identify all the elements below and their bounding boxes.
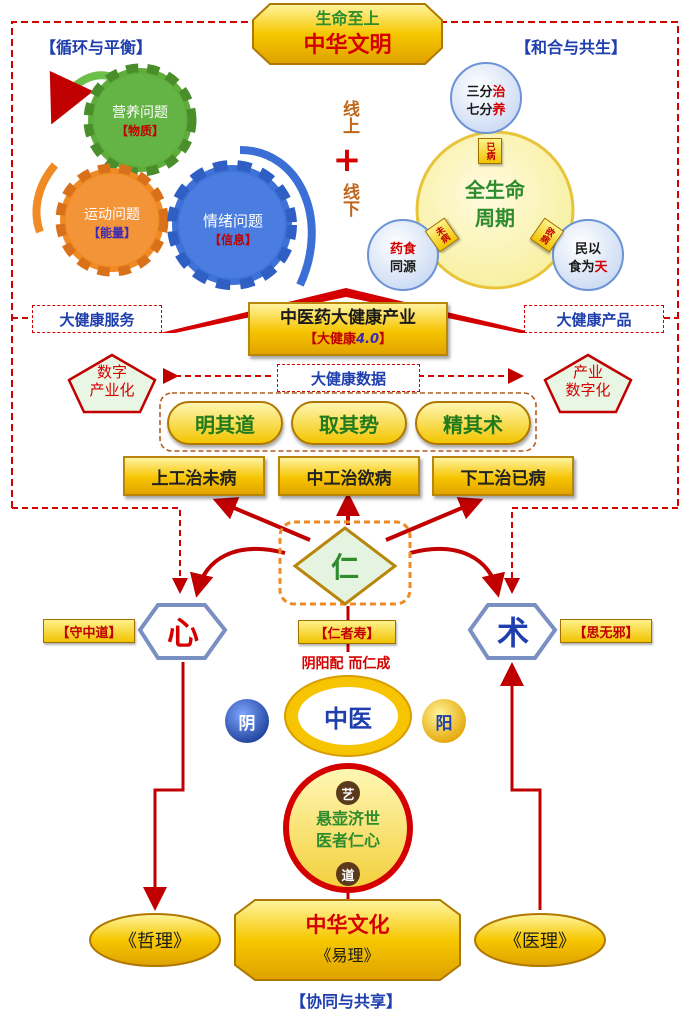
- bubble-right-text: 民以 食为天: [568, 242, 608, 275]
- industry-box: 中医药大健康产业 【大健康4.0】: [248, 302, 448, 356]
- bubble-left-text: 药食 同源: [389, 242, 416, 275]
- hexagon-xin: [137, 603, 228, 660]
- pills-frame: [159, 392, 537, 452]
- offline-label: 线下: [339, 183, 359, 217]
- box-zhonggong: 中工治欲病: [278, 456, 420, 496]
- ren-tag: 【仁者寿】: [298, 620, 396, 644]
- pill-jingqishu: 精其术: [415, 401, 531, 445]
- data-label: 大健康数据: [277, 364, 420, 392]
- gear-exercise-title: 运动问题: [84, 207, 140, 223]
- lifecycle-center: 全生命 周期: [440, 176, 550, 232]
- yin-circle-icon: [225, 699, 269, 743]
- pentagon-left-text: 数字产业化: [89, 363, 135, 399]
- gear-nutrition-title: 营养问题: [112, 105, 168, 121]
- shu-char: 术: [496, 614, 529, 652]
- bubble-left: [367, 219, 439, 291]
- corner-left-label: 【循环与平衡】: [40, 38, 153, 57]
- culture-sub: 《易理》: [315, 946, 380, 965]
- oval-medicine: [474, 913, 606, 967]
- tag-yibing: 已病: [478, 138, 502, 164]
- industry-title: 中医药大健康产业: [280, 308, 416, 328]
- gear-orange-icon: [55, 163, 169, 277]
- plus-icon: +: [332, 140, 362, 180]
- ren-diamond: [292, 526, 398, 606]
- pill-quqishi: 取其势: [291, 401, 407, 445]
- hexagon-shu: [467, 603, 558, 660]
- oval-philosophy: [89, 913, 221, 967]
- gear-blue-icon: [167, 160, 297, 290]
- dashed-frame-left: [11, 21, 255, 508]
- bubble-top: [450, 62, 522, 134]
- ren-char: 仁: [330, 551, 359, 584]
- gear-nutrition-tag: 【物质】: [115, 124, 164, 138]
- gear-emotion-title: 情绪问题: [202, 212, 263, 230]
- gear-green-icon: [83, 63, 197, 177]
- gear-emotion-label: 情绪问题 【信息】: [188, 210, 278, 248]
- top-banner: [252, 3, 443, 65]
- pill-mingqidao: 明其道: [167, 401, 283, 445]
- medicine-label: 《医理》: [504, 931, 576, 952]
- product-label: 大健康产品: [524, 305, 664, 333]
- yinyang-text: 阴阳配 而仁成: [268, 652, 424, 674]
- yi-circle: [283, 763, 413, 893]
- dashed-arrow-left: [12, 507, 188, 594]
- yi-art-label: 艺: [341, 787, 355, 803]
- gear-exercise-tag: 【能量】: [87, 226, 136, 240]
- bubble-right: [552, 219, 624, 291]
- yi-line1: 悬壶济世: [315, 809, 380, 828]
- bubble-top-text: 三分治 七分养: [466, 85, 506, 118]
- industry-sub: 【大健康4.0】: [303, 332, 393, 347]
- top-title: 中华文明: [303, 33, 392, 58]
- box-xiagong: 下工治已病: [432, 456, 574, 496]
- online-label: 线上: [339, 100, 359, 134]
- yi-line2: 医者仁心: [315, 831, 380, 850]
- xin-char: 心: [166, 614, 199, 652]
- top-subtitle: 生命至上: [315, 9, 380, 28]
- lifecycle-center-line1: 全生命: [465, 178, 525, 202]
- box-shanggong: 上工治未病: [123, 456, 265, 496]
- pentagon-right: [543, 353, 633, 414]
- pentagon-left: [67, 353, 157, 414]
- yin-label: 阴: [238, 713, 256, 734]
- gear-exercise-label: 运动问题 【能量】: [72, 204, 152, 241]
- gear-emotion-tag: 【信息】: [208, 233, 257, 247]
- lifecycle-center-line2: 周期: [475, 206, 515, 230]
- pentagon-right-text: 产业数字化: [565, 363, 611, 399]
- dashed-frame-right: [440, 21, 679, 508]
- corner-bottom-label: 【协同与共享】: [289, 992, 402, 1011]
- gear-nutrition-label: 营养问题 【物质】: [100, 102, 180, 139]
- culture-banner: [234, 899, 461, 981]
- yi-circle-text: 悬壶济世 医者仁心: [296, 808, 400, 852]
- service-label: 大健康服务: [32, 305, 162, 333]
- yang-label: 阳: [435, 713, 453, 734]
- cycle-arrow-orange: [32, 162, 59, 234]
- zhongyi-title: 中医: [324, 704, 372, 733]
- yang-circle-icon: [422, 699, 466, 743]
- philosophy-label: 《哲理》: [119, 931, 191, 952]
- yi-dao-label: 道: [341, 868, 355, 884]
- corner-right-label: 【和合与共生】: [515, 38, 628, 57]
- cycle-arrow-blue: [239, 146, 316, 287]
- dashed-arrow-right: [504, 507, 678, 594]
- shu-tag: 【思无邪】: [560, 619, 652, 643]
- roof-arrow: [160, 288, 535, 333]
- xin-tag: 【守中道】: [43, 619, 135, 643]
- culture-title: 中华文化: [305, 913, 390, 937]
